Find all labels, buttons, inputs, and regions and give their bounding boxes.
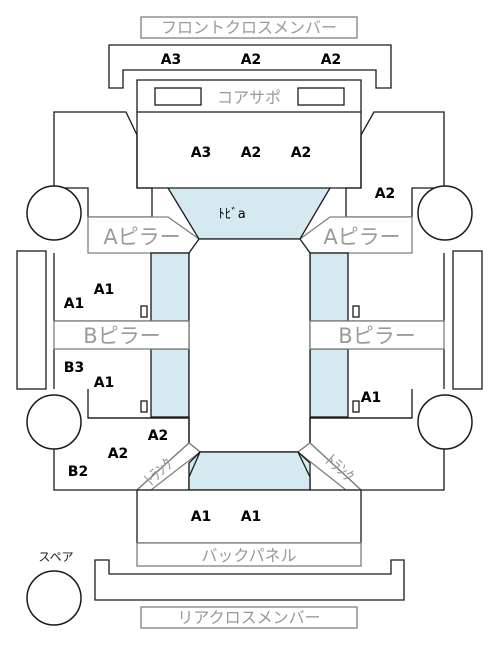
rear-cross-member-label: リアクロスメンバー bbox=[177, 608, 320, 627]
a-pillar-right-label: Aピラー bbox=[323, 225, 400, 249]
roof bbox=[188, 238, 311, 453]
core-support-label: コアサポ bbox=[217, 88, 281, 107]
core-rating-1: A3 bbox=[191, 145, 212, 161]
rear-rating-2: A1 bbox=[241, 509, 262, 525]
b-pillar-right-label: Bピラー bbox=[338, 324, 415, 348]
left-front-door-rating-side: A1 bbox=[64, 296, 85, 312]
front-cross-rating-3: A2 bbox=[321, 52, 342, 68]
right-rear-door-rating: A1 bbox=[361, 390, 382, 406]
core-support-outline bbox=[136, 79, 362, 112]
left-front-door-handle bbox=[140, 305, 148, 318]
a-pillar-left-label: Aピラー bbox=[103, 225, 180, 249]
rear-right-wheel bbox=[417, 394, 473, 450]
left-rear-door-handle bbox=[140, 400, 148, 413]
b-pillar-left bbox=[53, 320, 190, 350]
rear-rating-1: A1 bbox=[191, 509, 212, 525]
front-right-wheel bbox=[417, 185, 473, 241]
front-left-wheel bbox=[26, 185, 82, 241]
left-quarter-rating-upper: A2 bbox=[148, 428, 169, 444]
rear-cross-member bbox=[140, 606, 358, 629]
core-rating-2: A2 bbox=[241, 145, 262, 161]
dash-label: ﾄﾋﾞa bbox=[218, 207, 245, 222]
headlight-right bbox=[297, 87, 345, 106]
left-quarter-rating-lower: A2 bbox=[108, 446, 129, 462]
headlight-left bbox=[154, 87, 202, 106]
left-rear-door-rating-side: A1 bbox=[94, 375, 115, 391]
back-panel-label: バックパネル bbox=[201, 546, 296, 565]
right-front-window bbox=[309, 252, 349, 322]
spare-tire bbox=[26, 570, 82, 626]
windshield bbox=[166, 187, 332, 240]
core-rating-3: A2 bbox=[291, 145, 312, 161]
left-quarter-rating-corner: B2 bbox=[68, 464, 88, 480]
b-pillar-left-label: Bピラー bbox=[83, 324, 160, 348]
trunk-right-label: ﾄﾗﾝｸ bbox=[321, 450, 358, 486]
rear-left-wheel bbox=[26, 394, 82, 450]
front-cross-rating-1: A3 bbox=[161, 52, 182, 68]
left-rocker-panel bbox=[16, 250, 47, 390]
left-rear-door-rating-top: B3 bbox=[64, 360, 84, 376]
front-cross-rating-2: A2 bbox=[241, 52, 262, 68]
rear-bumper-outline bbox=[94, 559, 405, 601]
left-front-door-rating-top: A1 bbox=[94, 282, 115, 298]
right-front-door-handle bbox=[352, 305, 360, 318]
left-rear-window bbox=[150, 348, 190, 418]
left-front-window bbox=[150, 252, 190, 322]
b-pillar-right bbox=[309, 320, 445, 350]
front-cross-member-label: フロントクロスメンバー bbox=[161, 18, 337, 37]
front-cross-member: フロントクロスメンバー bbox=[140, 16, 358, 39]
front-right-fender-rating: A2 bbox=[375, 186, 396, 202]
front-bumper-outline bbox=[108, 44, 392, 89]
rear-glass bbox=[188, 451, 311, 491]
right-rocker-panel bbox=[452, 250, 483, 390]
right-rear-window bbox=[309, 348, 349, 418]
right-rear-door-handle bbox=[352, 400, 360, 413]
spare-label: スペア bbox=[38, 550, 73, 564]
back-panel bbox=[136, 542, 362, 567]
